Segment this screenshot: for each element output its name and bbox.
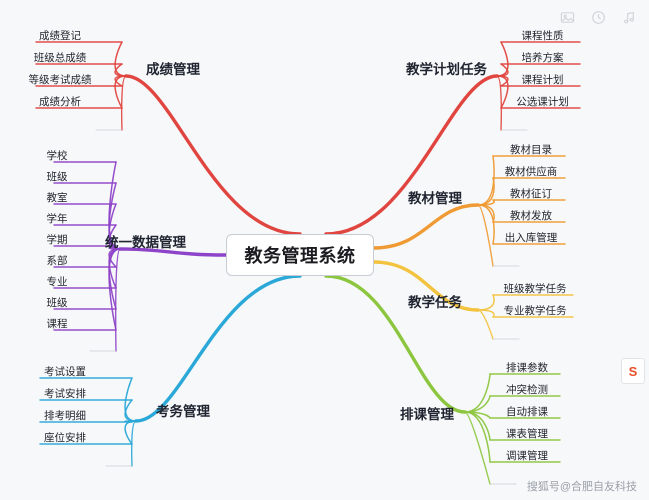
center-node[interactable]: 教务管理系统	[226, 234, 374, 276]
leaf-label[interactable]: 出入库管理	[504, 232, 558, 244]
leaf-label[interactable]: 班级	[46, 297, 68, 309]
leaf-label[interactable]: 考试设置	[44, 366, 86, 378]
connector-line	[372, 203, 480, 250]
sohu-logo-icon[interactable]: S	[621, 358, 645, 384]
connector-line	[464, 373, 491, 413]
connector-line	[120, 75, 127, 131]
music-note-icon	[622, 10, 637, 25]
leaf-label[interactable]: 课程	[46, 318, 68, 330]
connector-line	[464, 411, 491, 485]
sohu-logo-label: S	[628, 363, 638, 379]
connector-line	[477, 294, 495, 311]
connector-line	[324, 74, 499, 236]
branch-label-jiao-xue-ji-hua[interactable]: 教学计划任务	[406, 62, 487, 77]
connector-line	[324, 274, 467, 414]
branch-label-jiao-cai[interactable]: 教材管理	[408, 191, 462, 206]
leaf-label[interactable]: 班级总成绩	[33, 52, 87, 64]
leaf-label[interactable]: 等级考试成绩	[28, 74, 92, 86]
leaf-label[interactable]: 学年	[46, 213, 68, 225]
leaf-label[interactable]: 班级	[46, 171, 68, 183]
leaf-label[interactable]: 专业	[46, 276, 68, 288]
leaf-label[interactable]: 课程计划	[521, 74, 564, 86]
leaf-label[interactable]: 公选课计划	[516, 96, 569, 108]
leaf-label[interactable]: 系部	[46, 255, 68, 267]
leaf-label[interactable]: 学校	[46, 150, 68, 162]
leaf-label[interactable]: 教材目录	[510, 144, 552, 156]
leaf-label[interactable]: 课表管理	[506, 428, 548, 440]
branch-label-cheng-ji[interactable]: 成绩管理	[146, 62, 200, 77]
leaf-label[interactable]: 成绩分析	[39, 96, 81, 108]
leaf-label[interactable]: 调课管理	[506, 450, 548, 462]
leaf-label[interactable]: 自动排课	[506, 406, 548, 418]
leaf-label[interactable]: 专业教学任务	[503, 305, 567, 317]
leaf-label[interactable]: 课程性质	[521, 30, 564, 42]
connector-line	[134, 274, 302, 423]
leaf-label[interactable]: 考试安排	[44, 388, 86, 400]
connector-line	[118, 247, 228, 257]
branch-label-pai-ke[interactable]: 排课管理	[400, 407, 454, 422]
connector-line	[464, 411, 491, 463]
connector-line	[372, 260, 480, 312]
connector-line	[130, 420, 137, 467]
connector-line	[496, 41, 509, 77]
branch-label-tong-yi-shu-ju[interactable]: 统一数据管理	[105, 235, 186, 250]
leaf-label[interactable]: 教材供应商	[504, 166, 558, 178]
top-right-icon-group	[560, 10, 637, 25]
branch-label-kao-wu[interactable]: 考务管理	[156, 404, 210, 419]
connector-line	[124, 74, 302, 236]
watermark: 搜狐号@合肥自友科技	[526, 481, 637, 493]
leaf-label[interactable]: 教室	[46, 192, 68, 204]
leaf-label[interactable]: 学期	[46, 234, 68, 246]
connector-line	[477, 204, 495, 245]
leaf-label[interactable]: 排课参数	[506, 362, 548, 374]
connector-line	[496, 75, 503, 131]
leaf-label[interactable]: 教材发放	[510, 210, 552, 222]
leaf-label[interactable]: 培养方案	[521, 52, 564, 64]
connector-line	[114, 248, 121, 352]
image-icon	[560, 10, 575, 25]
connector-line	[477, 309, 494, 340]
center-node-label: 教务管理系统	[244, 246, 356, 266]
branch-label-jiao-xue-ren-wu[interactable]: 教学任务	[408, 295, 462, 310]
connector-line	[477, 204, 494, 267]
leaf-label[interactable]: 班级教学任务	[503, 283, 567, 295]
leaf-label[interactable]: 冲突检测	[506, 384, 548, 396]
leaf-label[interactable]: 成绩登记	[39, 30, 81, 42]
leaf-label[interactable]: 教材征订	[510, 188, 552, 200]
leaf-label[interactable]: 排考明细	[44, 410, 86, 422]
clock-icon	[591, 10, 606, 25]
connector-line	[464, 395, 491, 413]
connector-line	[114, 41, 127, 77]
leaf-label[interactable]: 座位安排	[44, 432, 86, 444]
